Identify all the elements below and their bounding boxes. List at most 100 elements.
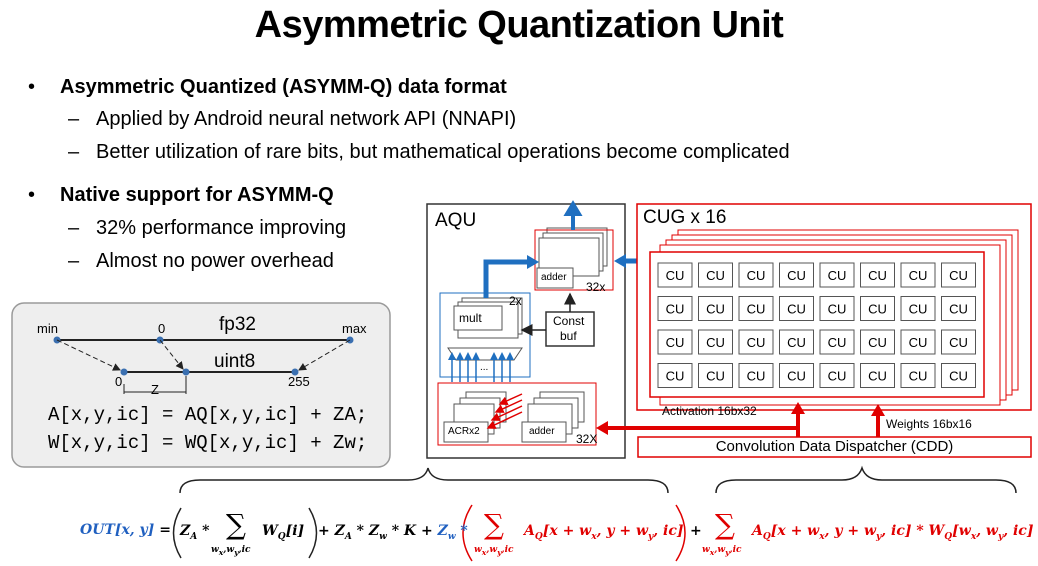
cu-cell bbox=[657, 262, 693, 288]
mux-dots: ... bbox=[480, 362, 489, 373]
cu-cell bbox=[698, 363, 733, 388]
cu-cell bbox=[698, 262, 733, 288]
min-label: min bbox=[37, 321, 58, 336]
cu-label: CU bbox=[868, 302, 887, 317]
formula-aq-wq-term: AQ[x + wx, y + wy, ic] * WQ[wx, wy, ic] bbox=[752, 523, 1034, 542]
dash-mark: – bbox=[68, 250, 80, 272]
sub-utilization: Better utilization of rare bits, but mat… bbox=[96, 141, 790, 163]
cu-cell bbox=[941, 329, 976, 355]
cu-cell bbox=[819, 296, 855, 321]
cu-cell bbox=[698, 296, 733, 321]
cu-cell bbox=[819, 363, 855, 388]
formula-wq: WQ[i] bbox=[262, 523, 305, 542]
formula-aq-term: AQ[x + wx, y + wy, ic] bbox=[524, 523, 684, 542]
cu-label: CU bbox=[666, 302, 685, 317]
cu-cell bbox=[819, 329, 855, 355]
sum-sign-3: ∑ bbox=[715, 508, 735, 541]
cu-cell bbox=[941, 296, 976, 321]
paren-open-1 bbox=[172, 507, 182, 559]
cu-label: CU bbox=[949, 302, 968, 317]
const-label: Const bbox=[553, 314, 585, 328]
paren-close-1 bbox=[308, 507, 318, 559]
x2-label: 2x bbox=[509, 294, 522, 308]
cu-cell bbox=[738, 262, 774, 288]
page-title: Asymmetric Quantization Unit bbox=[254, 4, 784, 46]
uint8-zero-label: 0 bbox=[115, 374, 123, 389]
equation-w: W[x,y,ic] = WQ[x,y,ic] + Zw; bbox=[48, 432, 368, 454]
sub-performance: 32% performance improving bbox=[96, 217, 347, 239]
adder-bottom-label: adder bbox=[529, 426, 555, 437]
cu-label: CU bbox=[706, 369, 725, 384]
cu-label: CU bbox=[787, 335, 806, 350]
x32-label: 32X bbox=[576, 432, 598, 446]
cu-cell bbox=[941, 363, 976, 388]
cu-cell bbox=[738, 329, 774, 355]
cu-label: CU bbox=[828, 302, 847, 317]
cu-label: CU bbox=[909, 369, 928, 384]
brace-right bbox=[715, 465, 1017, 494]
max-arrow bbox=[298, 339, 351, 371]
adder-top-label: adder bbox=[541, 272, 567, 283]
equation-a: A[x,y,ic] = AQ[x,y,ic] + ZA; bbox=[48, 404, 368, 426]
cu-label: CU bbox=[787, 302, 806, 317]
cug-label: CUG x 16 bbox=[643, 207, 727, 228]
aqu-label: AQU bbox=[435, 210, 477, 231]
dash-mark: – bbox=[68, 141, 80, 163]
acr-group bbox=[437, 382, 597, 446]
fp32-label: fp32 bbox=[219, 314, 256, 335]
cu-label: CU bbox=[747, 369, 766, 384]
cu-cell bbox=[900, 262, 936, 288]
sub-power: Almost no power overhead bbox=[96, 250, 334, 272]
bullet-mark: • bbox=[28, 76, 36, 98]
max-label: max bbox=[342, 321, 367, 336]
cu-label: CU bbox=[747, 335, 766, 350]
cu-cell bbox=[860, 296, 895, 321]
cu-cell bbox=[900, 363, 936, 388]
cu-cell bbox=[819, 262, 855, 288]
uint8-max-dot bbox=[291, 368, 299, 376]
cdd-box bbox=[637, 436, 1032, 458]
output-up-arrow bbox=[563, 200, 583, 230]
formula-za: ZA * bbox=[180, 523, 210, 542]
cu-cell bbox=[657, 363, 693, 388]
sub-nnapi: Applied by Android neural network API (N… bbox=[96, 108, 517, 130]
mult32x-label: 32x bbox=[586, 280, 606, 294]
formula-mid: + ZA * Zw * K + Zw * bbox=[318, 523, 468, 542]
cu-cell bbox=[779, 329, 814, 355]
cu-label: CU bbox=[747, 268, 766, 283]
formula-out: OUT[x, y] = bbox=[80, 522, 171, 538]
cu-label: CU bbox=[949, 268, 968, 283]
cu-label: CU bbox=[909, 335, 928, 350]
cu-label: CU bbox=[868, 369, 887, 384]
cu-cell bbox=[698, 329, 733, 355]
zero-arrow bbox=[159, 339, 184, 370]
cu-cell bbox=[900, 329, 936, 355]
cu-label: CU bbox=[706, 335, 725, 350]
cu-label: CU bbox=[868, 268, 887, 283]
v255-label: 255 bbox=[288, 374, 310, 389]
uint8-label: uint8 bbox=[214, 351, 256, 372]
cu-label: CU bbox=[787, 268, 806, 283]
cu-cell bbox=[860, 329, 895, 355]
mult-label: mult bbox=[459, 311, 482, 325]
cu-cell bbox=[779, 262, 814, 288]
cu-label: CU bbox=[747, 302, 766, 317]
cu-label: CU bbox=[909, 268, 928, 283]
sum-sign-1: ∑ bbox=[226, 508, 246, 541]
adder-bottom-box bbox=[521, 421, 567, 443]
cu-label: CU bbox=[949, 335, 968, 350]
quant-box bbox=[11, 302, 391, 468]
sum-sub-3: wx,wy,ic bbox=[702, 545, 742, 557]
dash-mark: – bbox=[68, 108, 80, 130]
bullet-native-support: Native support for ASYMM-Q bbox=[60, 184, 334, 206]
cu-label: CU bbox=[666, 335, 685, 350]
sum-sub-2: wx,wy,ic bbox=[474, 545, 514, 557]
acrx2-box bbox=[443, 421, 489, 443]
cu-label: CU bbox=[868, 335, 887, 350]
cu-label: CU bbox=[706, 268, 725, 283]
bullet-asymm-format: Asymmetric Quantized (ASYMM-Q) data form… bbox=[60, 76, 507, 98]
formula-plus: + bbox=[690, 523, 702, 539]
paren-open-2 bbox=[462, 504, 473, 562]
sum-sub-1: wx,wy,ic bbox=[211, 545, 251, 557]
